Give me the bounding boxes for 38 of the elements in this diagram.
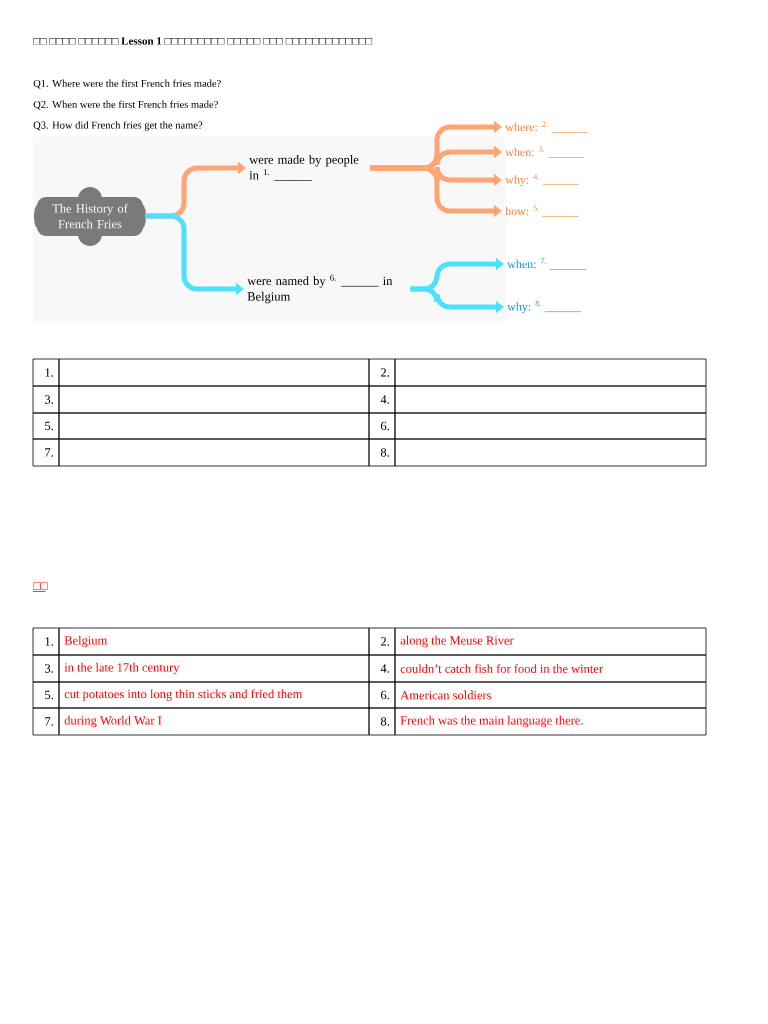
topic-badge: The History of French Fries (34, 187, 146, 246)
answer-cell: French was the main language there. (394, 707, 707, 736)
number-cell: 5. (32, 681, 60, 709)
number-cell: 7. (32, 438, 60, 467)
number-cell: 6. (368, 412, 396, 440)
section-heading: □□ (33, 582, 48, 590)
prompt-label: when: $^{7.}$ ______ (507, 258, 587, 270)
page-heading: □□ □□□□ □□□□□□ Lesson 1 □□□□□□□□□ □□□□□ □□□ □□□□□□□□□□□□□ (33, 37, 373, 45)
branch-label: were made by people in $^{1.}$ ______ (249, 155, 359, 181)
number-cell: 7. (32, 707, 60, 736)
prompt-label: how: $^{5.}$ ______ (505, 205, 579, 217)
answer-cell: cut potatoes into long thin sticks and fried them (58, 681, 370, 709)
number-cell: 2. (368, 627, 396, 656)
number-cell: 8. (368, 707, 396, 736)
number-cell: 5. (32, 412, 60, 440)
answer-cell: couldn’t catch fish for food in the winter (394, 654, 707, 683)
branch-label: were named by $^{6.}$ ______ in Belgium (247, 274, 393, 304)
number-cell: 8. (368, 438, 396, 467)
answer-cell: American soldiers (394, 681, 707, 709)
prompt-label: when: $^{3.}$ ______ (505, 146, 585, 158)
number-cell: 4. (368, 385, 396, 414)
number-cell: 1. (32, 358, 60, 387)
number-cell: 1. (32, 627, 60, 656)
question-text: Q3. How did French fries get the name? (33, 121, 203, 131)
answer-cell: Belgium (58, 627, 370, 656)
number-cell: 6. (368, 681, 396, 709)
question-text: Q2. When were the first French fries made? (33, 100, 218, 110)
number-cell: 2. (368, 358, 396, 387)
answer-cell: in the late 17th century (58, 654, 370, 683)
prompt-label: why: $^{8.}$ ______ (507, 300, 581, 314)
prompt-label: why: $^{4.}$ ______ (505, 173, 579, 187)
answer-cell: along the Meuse River (394, 627, 707, 656)
number-cell: 4. (368, 654, 396, 683)
question-text: Q1. Where were the first French fries made? (33, 79, 221, 89)
number-cell: 3. (32, 385, 60, 414)
prompt-label: where: $^{2.}$ ______ (505, 121, 588, 133)
number-cell: 3. (32, 654, 60, 683)
answer-cell: during World War I (58, 707, 370, 736)
